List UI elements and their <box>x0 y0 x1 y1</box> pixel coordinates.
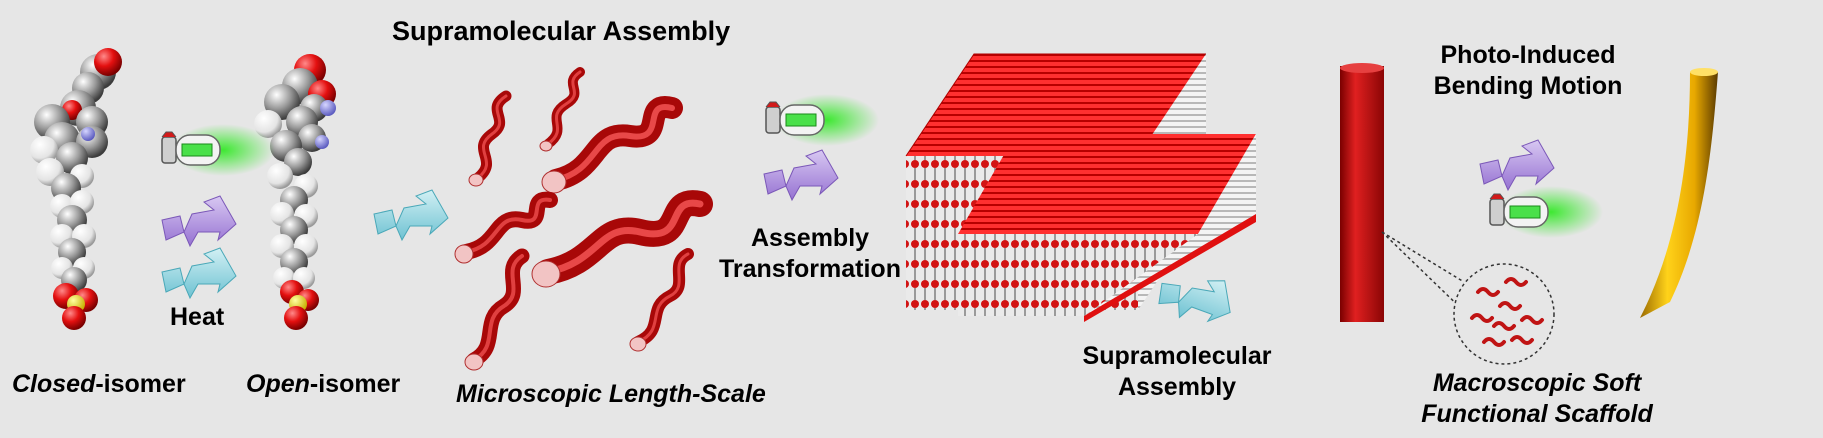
supramolecular-assembly-label: Supramolecular Assembly <box>1072 341 1282 403</box>
arrow-cyan-icon <box>161 247 237 299</box>
supramolecular-assembly-line2: Assembly <box>1117 373 1237 401</box>
bent-scaffold <box>1640 68 1718 318</box>
arrow-purple-icon <box>161 195 237 247</box>
supramolecular-stack-front <box>958 134 1256 322</box>
arrow-cyan-icon <box>373 189 449 241</box>
photo-induced-line1: Photo-Induced <box>1440 41 1616 69</box>
microscopic-helices <box>454 67 713 371</box>
open-isomer-suffix: -isomer <box>309 370 401 398</box>
open-isomer-prefix: Open <box>246 370 310 398</box>
uv-light-icon <box>765 93 880 147</box>
uv-light-icon <box>161 123 276 177</box>
macroscopic-fiber <box>1340 63 1555 365</box>
closed-isomer-model <box>30 48 122 330</box>
macroscopic-line1: Macroscopic Soft <box>1432 369 1642 397</box>
heat-label: Heat <box>170 303 225 331</box>
arrow-purple-icon <box>763 149 839 201</box>
macroscopic-line2: Functional Scaffold <box>1421 400 1653 428</box>
closed-isomer-prefix: Closed <box>12 370 96 398</box>
photo-induced-label: Photo-Induced Bending Motion <box>1418 40 1638 102</box>
closed-isomer-label: Closed-isomer <box>12 369 186 400</box>
uv-light-icon <box>1489 185 1604 239</box>
assembly-transformation-line1: Assembly <box>750 224 870 252</box>
microscopic-label: Microscopic Length-Scale <box>456 380 766 408</box>
arrow-purple-icon <box>1479 139 1555 191</box>
supramolecular-assembly-line1: Supramolecular <box>1082 342 1272 370</box>
assembly-transformation-line2: Transformation <box>719 255 901 283</box>
open-isomer-model <box>254 54 336 330</box>
photo-induced-line2: Bending Motion <box>1433 72 1623 100</box>
assembly-transformation-label: Assembly Transformation <box>714 223 906 285</box>
open-isomer-label: Open-isomer <box>246 369 400 400</box>
macroscopic-label: Macroscopic Soft Functional Scaffold <box>1400 368 1674 430</box>
title-supramolecular-assembly: Supramolecular Assembly <box>392 16 731 46</box>
closed-isomer-suffix: -isomer <box>95 370 186 398</box>
